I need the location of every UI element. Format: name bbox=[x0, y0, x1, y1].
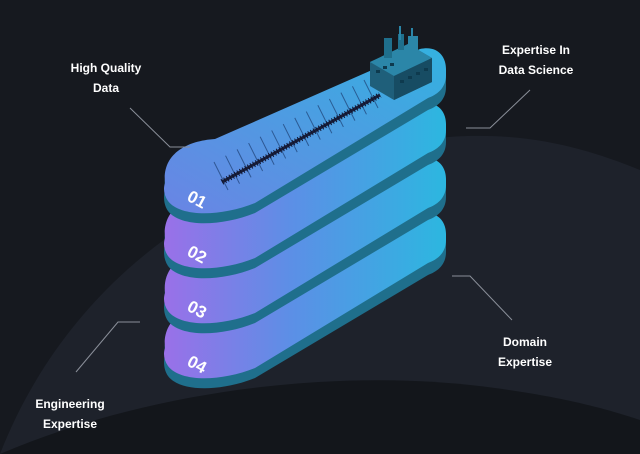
deck-line bbox=[213, 161, 229, 191]
leader-line-engineering-expertise bbox=[75, 321, 140, 373]
layer-02 bbox=[164, 103, 446, 279]
label-domain-expertise: Domain Expertise bbox=[490, 332, 560, 372]
cargo-pipeline-ticks bbox=[220, 92, 382, 185]
layer-04-deck bbox=[164, 213, 446, 379]
deck-line bbox=[305, 111, 321, 140]
ship-superstructure-icon bbox=[370, 26, 432, 100]
layer-03-deck bbox=[164, 158, 446, 324]
deck-line bbox=[225, 155, 240, 184]
label-expertise-data-science-line1: Expertise In bbox=[501, 43, 571, 57]
leader-line-high-quality-data bbox=[129, 107, 190, 148]
label-high-quality-data-line1: High Quality bbox=[70, 61, 142, 75]
deck-line bbox=[317, 105, 333, 134]
deck-line bbox=[363, 79, 379, 109]
label-expertise-data-science-line2: Data Science bbox=[498, 63, 574, 77]
deck-line bbox=[282, 123, 298, 153]
cargo-deck-lines bbox=[213, 79, 379, 191]
deck-line bbox=[271, 130, 287, 159]
deck-line bbox=[352, 86, 367, 115]
label-engineering-expertise-line2: Expertise bbox=[42, 417, 98, 431]
background-wave-dark bbox=[0, 380, 640, 454]
deck-line bbox=[259, 136, 275, 165]
layer-01 bbox=[164, 26, 446, 224]
label-domain-expertise-line2: Expertise bbox=[497, 355, 553, 369]
label-high-quality-data: High Quality Data bbox=[64, 58, 148, 98]
layer-03 bbox=[164, 158, 446, 334]
layer-04 bbox=[164, 213, 446, 389]
label-engineering-expertise: Engineering Expertise bbox=[28, 394, 112, 434]
leader-line-expertise-data-science bbox=[466, 89, 531, 129]
label-high-quality-data-line2: Data bbox=[92, 81, 119, 95]
label-engineering-expertise-line1: Engineering bbox=[35, 397, 105, 411]
deck-line bbox=[294, 117, 310, 147]
label-domain-expertise-line1: Domain bbox=[502, 335, 547, 349]
deck-line bbox=[328, 98, 344, 128]
deck-line bbox=[248, 142, 264, 172]
layer-02-deck bbox=[164, 103, 446, 269]
leader-line-domain-expertise bbox=[452, 275, 513, 321]
deck-line bbox=[340, 92, 356, 121]
label-expertise-data-science: Expertise In Data Science bbox=[492, 40, 580, 80]
deck-line bbox=[236, 149, 252, 178]
